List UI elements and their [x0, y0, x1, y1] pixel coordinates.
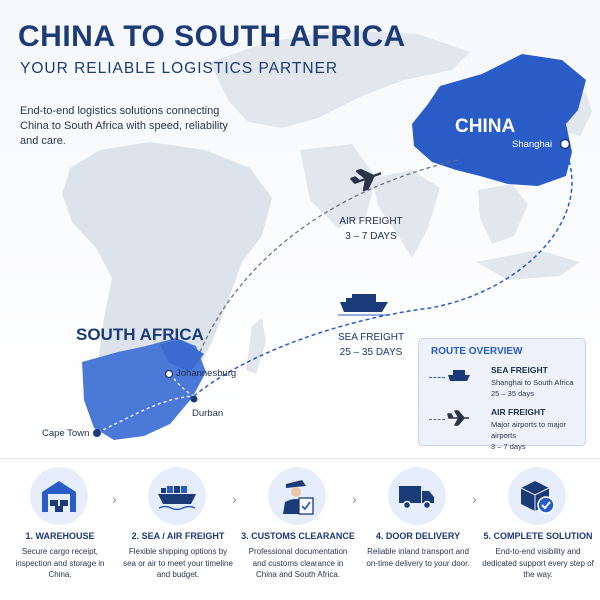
- shanghai-marker: [559, 138, 571, 150]
- truck-icon-badge: [388, 467, 446, 525]
- route-overview-air-route: Major airports to major airports: [491, 420, 567, 440]
- china-label: CHINA: [455, 116, 516, 137]
- step-complete-desc: End-to-end visibility and dedicated supp…: [482, 547, 594, 579]
- route-overview-air-desc: Major airports to major airports 3 – 7 d…: [491, 419, 586, 452]
- air-freight-days: 3 – 7 DAYS: [345, 231, 397, 242]
- sea-freight-days: 25 – 35 DAYS: [339, 347, 403, 358]
- truck-icon: [399, 486, 434, 510]
- cape-town-route: [97, 395, 195, 433]
- plane-icon: [350, 168, 382, 192]
- step-delivery-title: 4. DOOR DELIVERY: [375, 531, 461, 541]
- madagascar-landmass: [246, 318, 266, 374]
- chevron-right-icon: ›: [472, 491, 477, 507]
- warehouse-icon-badge: [30, 467, 88, 525]
- south-africa-northeast: [160, 340, 204, 372]
- intro-text: End-to-end logistics solutions connectin…: [20, 105, 228, 147]
- ship-icon: [338, 294, 390, 316]
- route-overview-sea-title: SEA FREIGHT: [491, 365, 548, 375]
- air-freight-callout: AIR FREIGHT 3 – 7 DAYS: [336, 214, 406, 244]
- step-delivery-desc: Reliable inland transport and on-time de…: [366, 547, 470, 568]
- step-warehouse-desc: Secure cargo receipt, inspection and sto…: [15, 547, 105, 579]
- step-customs-title: 3. CUSTOMS CLEARANCE: [241, 531, 355, 541]
- south-africa-label: SOUTH AFRICA: [76, 325, 204, 344]
- china-region: [412, 54, 586, 186]
- johannesburg-route: [169, 373, 195, 397]
- page-title: CHINA TO SOUTH AFRICA: [18, 20, 406, 53]
- route-overview-title: ROUTE OVERVIEW: [431, 346, 523, 357]
- chevron-right-icon: ›: [232, 491, 237, 507]
- johannesburg-label: Johannesburg: [176, 368, 237, 379]
- step-customs-desc: Professional documentation and customs c…: [248, 547, 348, 579]
- johannesburg-marker: [164, 369, 174, 379]
- ship-icon: [448, 370, 470, 381]
- southeast-asia-landmass: [478, 184, 528, 244]
- sea-freight-label: SEA FREIGHT: [337, 332, 405, 343]
- route-overview-sea-days: 25 – 35 days: [491, 389, 534, 398]
- durban-label: Durban: [192, 408, 224, 419]
- chevron-right-icon: ›: [352, 491, 357, 507]
- air-route: [199, 159, 459, 353]
- cape-town-label: Cape Town: [42, 428, 90, 439]
- sea-route-legend-line: [429, 377, 445, 378]
- route-overview-air-days: 3 – 7 days: [491, 442, 526, 451]
- customs-officer-icon-badge: [268, 467, 326, 525]
- route-overview-air-title: AIR FREIGHT: [491, 407, 546, 417]
- indonesia-landmass: [476, 250, 580, 280]
- page-subtitle: YOUR RELIABLE LOGISTICS PARTNER: [20, 60, 339, 77]
- europe-landmass: [210, 30, 470, 128]
- customs-officer-icon: [283, 480, 314, 515]
- step-freight-desc: Flexible shipping options by sea or air …: [123, 547, 233, 579]
- ship-icon-badge: [148, 467, 206, 525]
- cape-town-marker: [93, 429, 101, 437]
- route-overview-sea-desc: Shanghai to South Africa 25 – 35 days: [491, 377, 586, 399]
- step-complete-title: 5. COMPLETE SOLUTION: [483, 531, 593, 541]
- world-map: [62, 30, 592, 440]
- package-check-icon: [520, 481, 555, 514]
- durban-marker: [190, 395, 198, 403]
- africa-landmass: [62, 142, 272, 402]
- route-overview-panel: ROUTE OVERVIEW SEA FREIGHT Shanghai to S…: [418, 338, 586, 451]
- india-landmass: [372, 170, 440, 258]
- route-overview-sea-route: Shanghai to South Africa: [491, 378, 574, 387]
- ship-icon: [158, 486, 196, 511]
- process-steps: 1. WAREHOUSE Secure cargo receipt, inspe…: [0, 458, 600, 600]
- middle-east-landmass: [300, 144, 376, 228]
- package-check-icon-badge: [508, 467, 566, 525]
- sea-freight-callout: SEA FREIGHT 25 – 35 DAYS: [336, 330, 406, 360]
- sea-route: [193, 151, 573, 397]
- air-route-legend-line: [429, 419, 445, 420]
- plane-icon: [447, 410, 469, 426]
- step-freight-title: 2. SEA / AIR FREIGHT: [131, 531, 225, 541]
- chevron-right-icon: ›: [112, 491, 117, 507]
- shanghai-label: Shanghai: [512, 139, 553, 150]
- warehouse-icon: [42, 481, 76, 512]
- step-warehouse-title: 1. WAREHOUSE: [25, 531, 95, 541]
- air-freight-label: AIR FREIGHT: [339, 216, 403, 227]
